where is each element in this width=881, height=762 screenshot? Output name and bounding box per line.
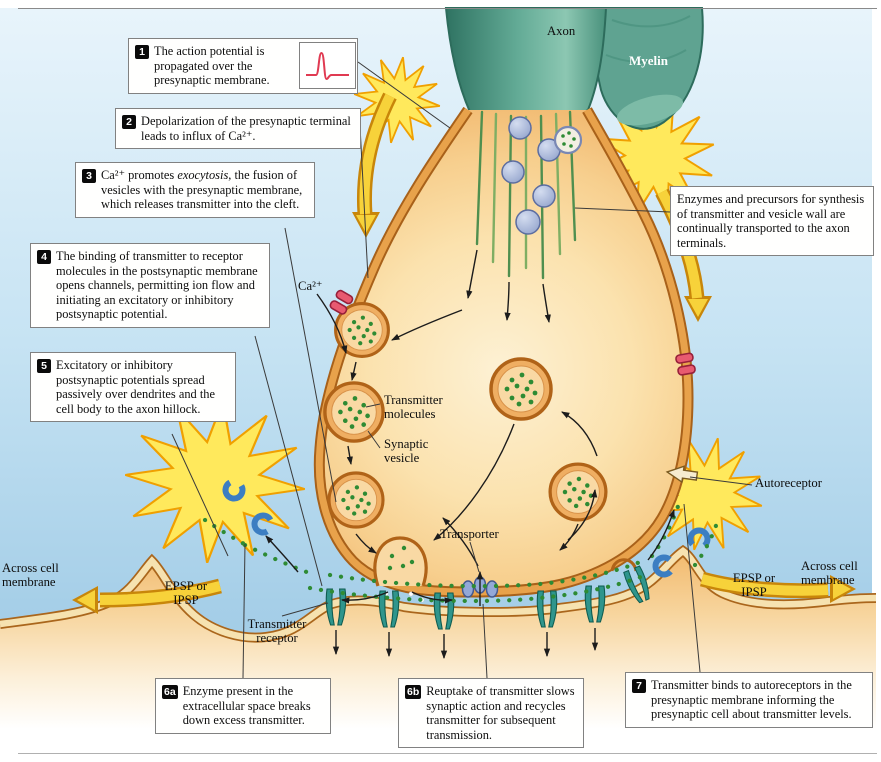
label-myelin: Myelin <box>629 53 668 68</box>
transported-vesicles <box>501 116 583 235</box>
leader-lines <box>171 61 753 679</box>
axon-shape <box>444 7 704 130</box>
step-6b-text: Reuptake of transmitter slows synaptic a… <box>426 684 575 742</box>
callout-step-2: 2 Depolarization of the presynaptic term… <box>115 108 361 149</box>
precursor-vesicle <box>553 125 583 155</box>
step-3-text-post: , the fusion of vesicles with the presyn… <box>101 168 303 211</box>
step-4-text: The binding of transmitter to receptor m… <box>56 249 258 321</box>
step-2-badge: 2 <box>122 115 136 129</box>
step-6a-text: Enzyme present in the extracellular spac… <box>182 684 311 727</box>
step-6a-badge: 6a <box>162 685 178 699</box>
label-epsp-ipsp-right: EPSP or IPSP <box>732 571 776 600</box>
label-transporter: Transporter <box>440 527 499 541</box>
callout-step-7: 7 Transmitter binds to autoreceptors in … <box>625 672 873 728</box>
step-2-text: Depolarization of the presynaptic termin… <box>141 114 351 143</box>
label-epsp-ipsp-left: EPSP or IPSP <box>164 579 208 608</box>
step-3-badge: 3 <box>82 169 96 183</box>
myelin-cuff-highlight <box>616 94 684 126</box>
degradative-enzymes <box>222 478 711 578</box>
callout-step-4: 4 The binding of transmitter to receptor… <box>30 243 270 328</box>
step-4-badge: 4 <box>37 250 51 264</box>
step-5-badge: 5 <box>37 359 51 373</box>
callout-step-5: 5 Excitatory or inhibitory postsynaptic … <box>30 352 236 422</box>
callout-step-6a: 6a Enzyme present in the extracellular s… <box>155 678 331 734</box>
step-3-text-pre: Ca²⁺ promotes <box>101 168 178 182</box>
step-5-text: Excitatory or inhibitory postsynaptic po… <box>56 358 215 416</box>
postsynaptic-membrane-band <box>0 547 877 641</box>
flow-arrows <box>265 249 675 660</box>
transmitter-molecule-dots <box>202 497 722 604</box>
label-axon: Axon <box>547 24 576 38</box>
autoreceptor-shape <box>665 465 699 484</box>
step-3-text-em: exocytosis <box>177 168 229 182</box>
label-synaptic-vesicle: Synaptic vesicle <box>384 437 429 466</box>
step-1-text: The action potential is propagated over … <box>154 44 270 87</box>
fusing-vesicle <box>373 536 428 603</box>
label-across-membrane-left: Across cell membrane <box>2 561 59 590</box>
note-enzymes-precursors: Enzymes and precursors for synthesis of … <box>670 186 874 256</box>
label-transmitter-molecules: Transmitter molecules <box>384 393 443 422</box>
step-3-text: Ca²⁺ promotes exocytosis, the fusion of … <box>101 168 308 212</box>
step-1-badge: 1 <box>135 45 149 59</box>
step-6b-badge: 6b <box>405 685 422 699</box>
label-autoreceptor: Autoreceptor <box>755 476 822 490</box>
action-potential-waveform-icon <box>299 42 356 89</box>
step-7-badge: 7 <box>632 679 646 693</box>
synaptic-vesicles <box>323 302 638 603</box>
note-text: Enzymes and precursors for synthesis of … <box>677 192 865 250</box>
step-7-text: Transmitter binds to autoreceptors in th… <box>651 678 852 721</box>
axon-tube <box>444 7 608 125</box>
label-calcium: Ca²⁺ <box>298 279 323 293</box>
label-transmitter-receptor: Transmitter receptor <box>247 617 307 646</box>
label-across-membrane-right: Across cell membrane <box>801 559 858 588</box>
callout-step-3: 3 Ca²⁺ promotes exocytosis, the fusion o… <box>75 162 315 218</box>
callout-step-6b: 6b Reuptake of transmitter slows synapti… <box>398 678 584 748</box>
